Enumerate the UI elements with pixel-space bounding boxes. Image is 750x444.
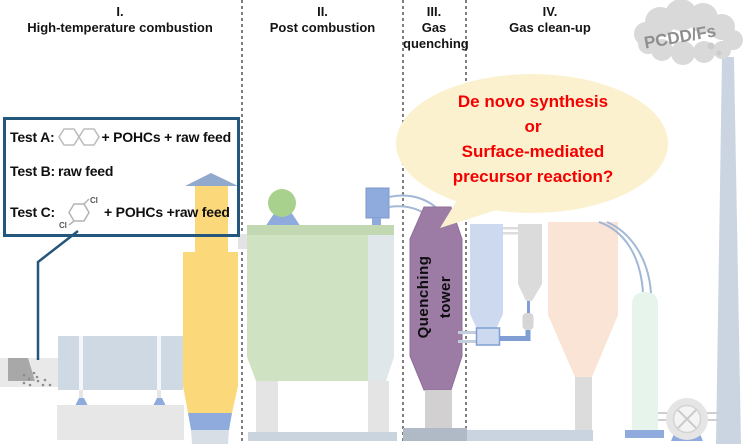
test-row-c: Test C: Cl Cl + POHCs +raw feed bbox=[10, 195, 230, 229]
naphthalene-icon bbox=[57, 128, 100, 146]
bubble-line-1: De novo synthesis bbox=[457, 92, 609, 111]
stack-chimney bbox=[716, 57, 741, 444]
test-c-text: + POHCs +raw feed bbox=[104, 204, 230, 220]
test-a-text: + POHCs + raw feed bbox=[101, 129, 232, 145]
test-c-label: Test C: bbox=[10, 204, 56, 220]
stage-4-header: IV. Gas clean-up bbox=[467, 4, 633, 36]
baghouse-filter bbox=[467, 222, 618, 441]
test-b-text: raw feed bbox=[58, 163, 114, 179]
stage-4-numeral: IV. bbox=[542, 4, 558, 19]
cyclone-blue bbox=[458, 224, 503, 346]
cyclone-gray bbox=[499, 224, 542, 341]
test-box-callout-line bbox=[36, 230, 79, 360]
stage-3-numeral: III. bbox=[426, 4, 442, 19]
burner-ball bbox=[268, 189, 296, 217]
outlet-box bbox=[365, 187, 390, 219]
cl-label-top: Cl bbox=[90, 196, 98, 205]
question-bubble-text: De novo synthesis or Surface-mediated pr… bbox=[400, 89, 666, 189]
stage-4-label: Gas clean-up bbox=[509, 20, 591, 35]
pipes-to-scrubber bbox=[598, 221, 652, 295]
stage-1-numeral: I. bbox=[116, 4, 124, 19]
cloud-dot-large bbox=[707, 42, 715, 50]
test-row-b: Test B: raw feed bbox=[10, 163, 113, 179]
stage-1-header: I. High-temperature combustion bbox=[0, 4, 240, 36]
feed-particles bbox=[22, 371, 52, 387]
quenching-tower-line1: Quenching bbox=[415, 255, 432, 339]
question-bubble bbox=[396, 74, 668, 213]
test-row-a: Test A: + POHCs + raw feed bbox=[10, 125, 231, 149]
chamber-cap bbox=[185, 173, 238, 186]
bubble-line-2: or bbox=[524, 117, 542, 136]
stage-2-numeral: II. bbox=[317, 4, 328, 19]
cloud-dot-small bbox=[716, 50, 722, 56]
bubble-line-4: precursor reaction? bbox=[452, 167, 614, 186]
stage-2-header: II. Post combustion bbox=[243, 4, 402, 36]
stage-3-label: Gas quenching bbox=[403, 20, 469, 51]
test-conditions-box bbox=[3, 117, 240, 237]
emission-cloud: PCDD/Fs bbox=[634, 0, 743, 65]
test-a-label: Test A: bbox=[10, 129, 55, 145]
bubble-line-3: Surface-mediated bbox=[461, 142, 605, 161]
scrubber-column bbox=[625, 292, 664, 438]
dichlorobenzene-icon: Cl Cl bbox=[59, 196, 98, 229]
divider-stage-1-2 bbox=[241, 0, 243, 441]
post-combustion-chamber bbox=[238, 187, 397, 441]
quenching-tower-label: Quenching tower bbox=[413, 227, 459, 367]
divider-stage-2-3 bbox=[402, 0, 404, 441]
test-b-label: Test B: bbox=[10, 163, 56, 179]
combustion-chamber bbox=[183, 173, 238, 444]
stage-2-label: Post combustion bbox=[269, 20, 376, 35]
stage-3-header: III. Gas quenching bbox=[403, 4, 469, 52]
stage-1-label: High-temperature combustion bbox=[27, 20, 213, 35]
induced-draft-fan bbox=[658, 398, 718, 441]
quenching-tower bbox=[403, 206, 467, 441]
rotary-kiln bbox=[57, 336, 184, 440]
divider-stage-3-4 bbox=[465, 0, 467, 441]
quenching-tower-line2: tower bbox=[437, 275, 454, 319]
cl-label-bottom: Cl bbox=[59, 221, 67, 229]
